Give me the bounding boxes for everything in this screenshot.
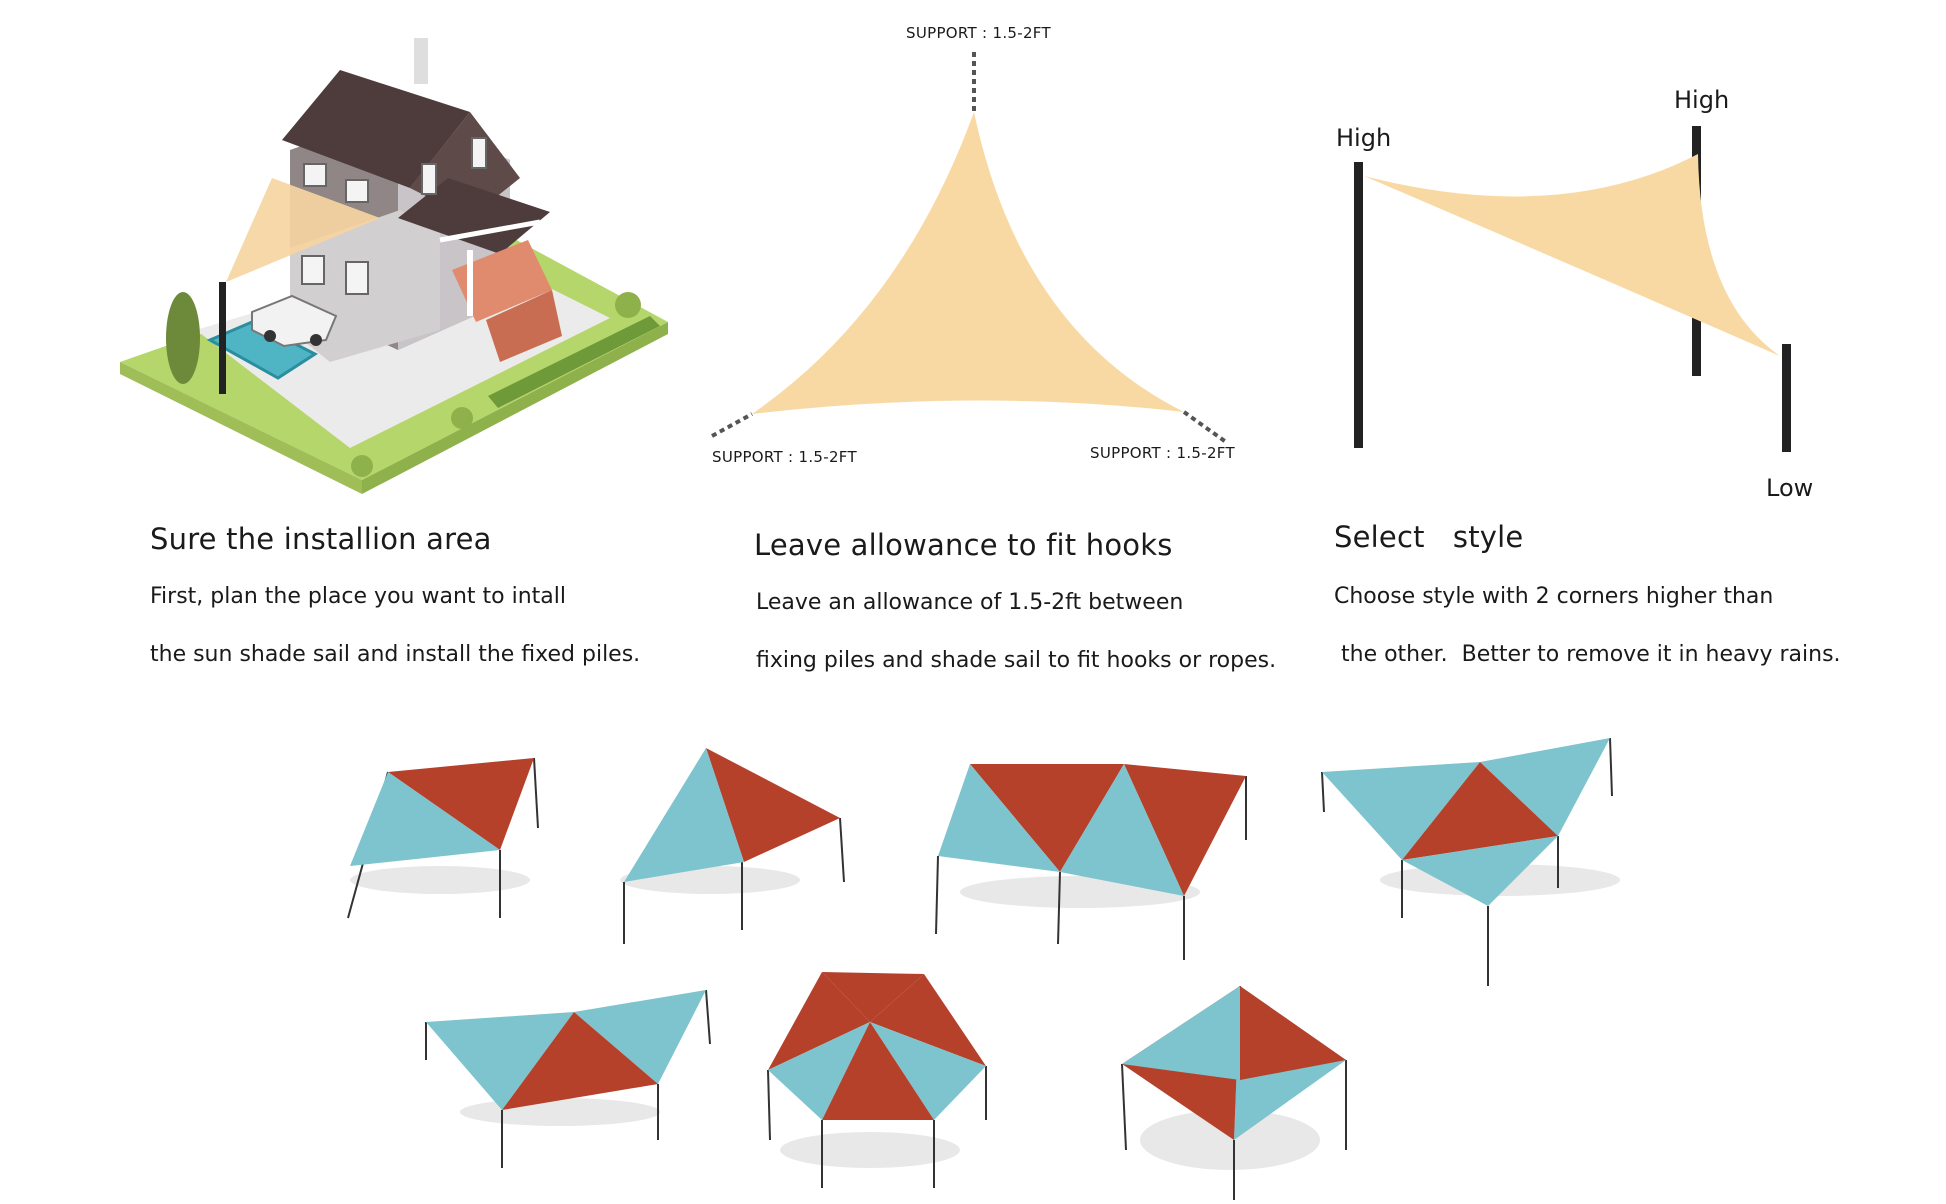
panel-text-line: the sun shade sail and install the fixed… <box>150 642 641 667</box>
triangle-support-diagram <box>711 52 1228 444</box>
panel-text-line: the other. Better to remove it in heavy … <box>1334 642 1841 667</box>
panel-text-line: Choose style with 2 corners higher than <box>1334 584 1774 609</box>
panel-title-installation-area: Sure the installion area <box>150 522 492 556</box>
support-label-top: SUPPORT : 1.5-2FT <box>906 24 1051 42</box>
support-label-left: SUPPORT : 1.5-2FT <box>712 448 857 466</box>
panel-title-allowance: Leave allowance to fit hooks <box>754 528 1173 562</box>
sail-configurations <box>347 737 1620 1200</box>
support-label-right: SUPPORT : 1.5-2FT <box>1090 444 1235 462</box>
high-label-right: High <box>1674 86 1730 114</box>
house-illustration <box>120 38 668 494</box>
high-low-style-diagram <box>1354 126 1791 452</box>
low-label: Low <box>1766 474 1814 502</box>
high-label-left: High <box>1336 124 1392 152</box>
panel-text-line: fixing piles and shade sail to fit hooks… <box>756 648 1277 673</box>
panel-text-line: Leave an allowance of 1.5-2ft between <box>756 590 1184 615</box>
panel-title-select-style: Select style <box>1334 520 1524 554</box>
panel-text-line: First, plan the place you want to intall <box>150 584 566 609</box>
